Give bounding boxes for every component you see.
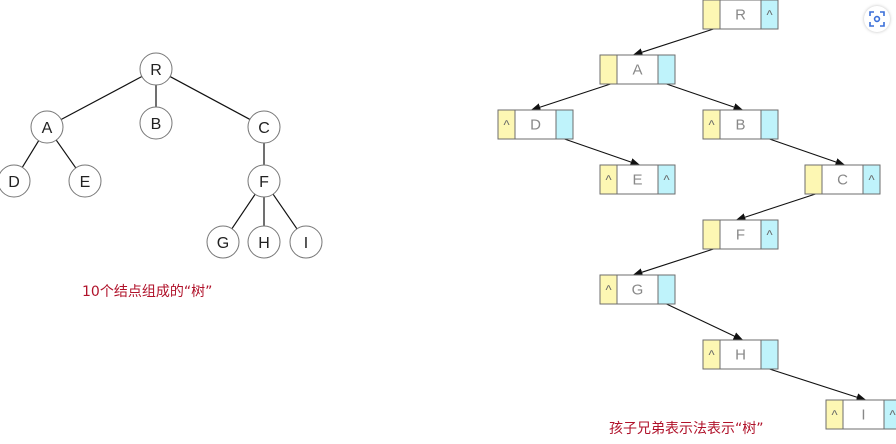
cs-node-E: E ^ ^ bbox=[599, 164, 676, 195]
tree-node-G: G bbox=[206, 225, 240, 259]
null-child-symbol: ^ bbox=[708, 348, 715, 363]
tree-node-label: C bbox=[258, 120, 270, 137]
tree-node-label: A bbox=[42, 120, 53, 137]
null-sibling-symbol: ^ bbox=[868, 173, 875, 188]
null-sibling-symbol: ^ bbox=[663, 173, 670, 188]
tree-edge-A-E bbox=[55, 139, 77, 169]
child-pointer-R-A bbox=[632, 28, 714, 57]
sibling-pointer-A-B bbox=[666, 83, 744, 111]
cs-node-label: E bbox=[632, 172, 642, 189]
data-cell bbox=[719, 219, 762, 250]
cs-node-A: A bbox=[599, 54, 676, 85]
null-sibling-symbol: ^ bbox=[889, 408, 896, 423]
cs-node-R: R^ bbox=[702, 0, 779, 30]
cs-node-G: G^ bbox=[599, 274, 676, 305]
cs-node-label: F bbox=[736, 227, 745, 244]
sibling-pointer-cell bbox=[862, 164, 881, 195]
sibling-pointer-cell bbox=[760, 339, 779, 370]
tree-node-R: R bbox=[139, 52, 173, 86]
tree-node-label: F bbox=[259, 174, 269, 191]
tree-node-B: B bbox=[139, 106, 173, 140]
child-sibling-tree: R^AD^B^E^^C^F^G^H^I^^ bbox=[497, 0, 896, 430]
sibling-pointer-cell bbox=[657, 274, 676, 305]
tree-node-H: H bbox=[247, 225, 281, 259]
cs-node-D: D^ bbox=[497, 109, 574, 140]
child-pointer-F-G bbox=[632, 248, 714, 277]
null-child-symbol: ^ bbox=[605, 283, 612, 298]
child-pointer-A-D bbox=[530, 83, 611, 111]
null-child-symbol: ^ bbox=[605, 173, 612, 188]
child-pointer-cell bbox=[702, 219, 721, 250]
scan-button[interactable] bbox=[864, 6, 890, 32]
data-cell bbox=[514, 109, 557, 140]
tree-node-E: E bbox=[68, 164, 102, 198]
tree-node-C: C bbox=[247, 110, 281, 144]
null-child-symbol: ^ bbox=[708, 118, 715, 133]
cs-node-label: D bbox=[530, 117, 541, 134]
sibling-pointer-H-I bbox=[769, 368, 867, 402]
tree-edge-F-I bbox=[272, 193, 298, 230]
tree-node-label: R bbox=[150, 62, 162, 79]
scan-icon bbox=[869, 11, 885, 27]
data-cell bbox=[719, 0, 762, 30]
null-sibling-symbol: ^ bbox=[766, 228, 773, 243]
tree-node-label: D bbox=[8, 174, 20, 191]
cs-node-I: I ^ ^ bbox=[825, 399, 896, 430]
cs-node-F: F^ bbox=[702, 219, 779, 250]
null-sibling-symbol: ^ bbox=[766, 8, 773, 23]
sibling-pointer-cell bbox=[657, 164, 676, 195]
tree-edge-R-C bbox=[169, 76, 251, 120]
tree-node-A: A bbox=[30, 110, 64, 144]
child-pointer-cell bbox=[702, 0, 721, 30]
tree-node-label: H bbox=[258, 235, 270, 252]
cs-node-label: B bbox=[735, 117, 745, 134]
tree-edge-R-A bbox=[60, 75, 143, 121]
child-pointer-C-F bbox=[735, 193, 816, 221]
cs-node-H: H^ bbox=[702, 339, 779, 370]
sibling-pointer-cell bbox=[760, 0, 779, 30]
tree-node-label: B bbox=[151, 116, 162, 133]
tree-node-I: I bbox=[289, 225, 323, 259]
cs-node-label: A bbox=[632, 62, 642, 79]
tree-node-F: F bbox=[247, 164, 281, 198]
null-child-symbol: ^ bbox=[503, 118, 510, 133]
tree-edge-A-D bbox=[21, 140, 40, 168]
cs-node-label: I bbox=[861, 407, 865, 424]
sibling-pointer-G-H bbox=[666, 303, 744, 341]
sibling-pointer-D-E bbox=[564, 138, 641, 166]
general-tree-caption: 10个结点组成的“树” bbox=[82, 284, 213, 300]
tree-node-label: I bbox=[304, 235, 308, 252]
cs-node-label: H bbox=[735, 347, 746, 364]
sibling-pointer-cell bbox=[760, 109, 779, 140]
sibling-pointer-cell bbox=[657, 54, 676, 85]
data-cell bbox=[821, 164, 864, 195]
sibling-pointer-cell bbox=[760, 219, 779, 250]
sibling-pointer-cell bbox=[883, 399, 896, 430]
cs-node-label: G bbox=[632, 282, 644, 299]
tree-node-label: E bbox=[80, 174, 91, 191]
data-cell bbox=[719, 339, 762, 370]
general-tree: R A B C D E F G H I bbox=[0, 52, 323, 259]
cs-node-label: C bbox=[837, 172, 848, 189]
tree-node-D: D bbox=[0, 164, 31, 198]
null-child-symbol: ^ bbox=[831, 408, 838, 423]
tree-node-label: G bbox=[217, 235, 229, 252]
cs-node-label: R bbox=[735, 7, 746, 24]
child-pointer-cell bbox=[599, 54, 618, 85]
cs-node-B: B^ bbox=[702, 109, 779, 140]
child-pointer-cell bbox=[804, 164, 823, 195]
sibling-pointer-cell bbox=[555, 109, 574, 140]
tree-edge-F-G bbox=[231, 193, 256, 230]
child-sibling-caption: 孩子兄弟表示法表示“树” bbox=[609, 421, 764, 437]
cs-node-C: C^ bbox=[804, 164, 881, 195]
sibling-pointer-B-C bbox=[769, 138, 846, 166]
